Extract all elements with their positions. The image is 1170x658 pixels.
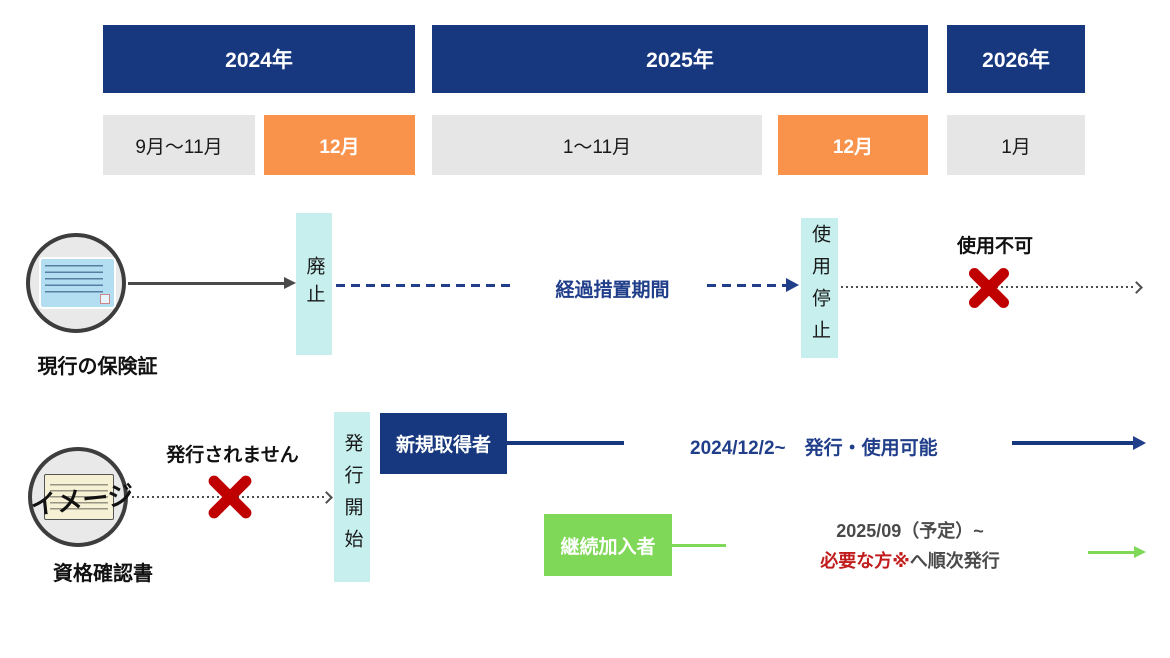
year-label: 2024年 (225, 49, 293, 72)
continuing-note-red: 必要な方※ (820, 550, 910, 571)
continuing-date: 2025/09（予定）~ (836, 521, 984, 541)
new-acquirer-tag: 新規取得者 (380, 413, 507, 474)
month-cell-jan-2026: 1月 (947, 115, 1085, 175)
continuing-arrow-line (1088, 551, 1134, 554)
month-label: 12月 (319, 136, 360, 158)
new-acquirer-label: 新規取得者 (395, 435, 491, 456)
transition-dashed-line-right (707, 284, 787, 287)
transition-period-label: 経過措置期間 (555, 280, 670, 301)
current-card-label: 現行の保険証 (37, 356, 158, 378)
continuing-note-dark: へ順次発行 (909, 550, 1000, 571)
year-header-2024: 2024年 (103, 25, 415, 93)
year-label: 2026年 (982, 49, 1050, 72)
month-label: 1月 (1001, 136, 1031, 158)
transition-dashed-line-left (336, 284, 514, 287)
certificate-label: 資格確認書 (53, 563, 153, 585)
continuing-arrowhead (1134, 546, 1146, 558)
insurance-card-stamp (100, 294, 110, 304)
continuing-note-block: 2025/09（予定）~ 必要な方※へ順次発行 (785, 517, 1035, 576)
arrowhead-to-abolish (284, 277, 296, 289)
insurance-card-text-lines (45, 265, 103, 297)
year-label: 2025年 (646, 49, 714, 72)
month-cell-dec-2025: 12月 (778, 115, 928, 175)
milestone-stop-label: 使用停止 (809, 224, 830, 352)
month-label: 1〜11月 (562, 136, 632, 158)
new-acquirer-connector-line (507, 441, 624, 445)
not-issued-x-icon (202, 469, 258, 525)
continuing-note-line: 必要な方※へ順次発行 (785, 547, 1035, 577)
unusable-label: 使用不可 (956, 236, 1033, 257)
arrow-line-to-abolish (128, 282, 285, 285)
new-acquirer-note: 2024/12/2~ 発行・使用可能 (690, 438, 938, 459)
certificate-text-lines (50, 484, 108, 512)
milestone-issue-start-box: 発行開始 (334, 412, 370, 582)
new-acquirer-arrow-line (1012, 441, 1133, 445)
month-label: 9月〜11月 (135, 136, 223, 158)
month-label: 12月 (832, 136, 874, 158)
milestone-issue-start-label: 発行開始 (341, 433, 363, 561)
continuing-member-label: 継続加入者 (560, 536, 656, 558)
month-cell-dec-2024: 12月 (264, 115, 415, 175)
milestone-abolish-box: 廃止 (296, 213, 332, 355)
continuing-member-tag: 継続加入者 (544, 514, 672, 576)
milestone-abolish-label: 廃止 (303, 256, 325, 312)
new-acquirer-arrowhead (1133, 436, 1146, 450)
unusable-dotted-arrowhead (1130, 281, 1143, 294)
year-header-2026: 2026年 (947, 25, 1085, 93)
continuing-connector-line (672, 544, 726, 547)
not-issued-label: 発行されません (166, 445, 299, 466)
transition-arrowhead (786, 278, 799, 292)
milestone-stop-box: 使用停止 (801, 218, 838, 358)
unusable-x-icon (963, 262, 1015, 314)
year-header-2025: 2025年 (432, 25, 928, 93)
not-issued-dotted-arrowhead (320, 491, 333, 504)
month-cell-jan-nov-2025: 1〜11月 (432, 115, 762, 175)
month-cell-sep-nov-2024: 9月〜11月 (103, 115, 255, 175)
